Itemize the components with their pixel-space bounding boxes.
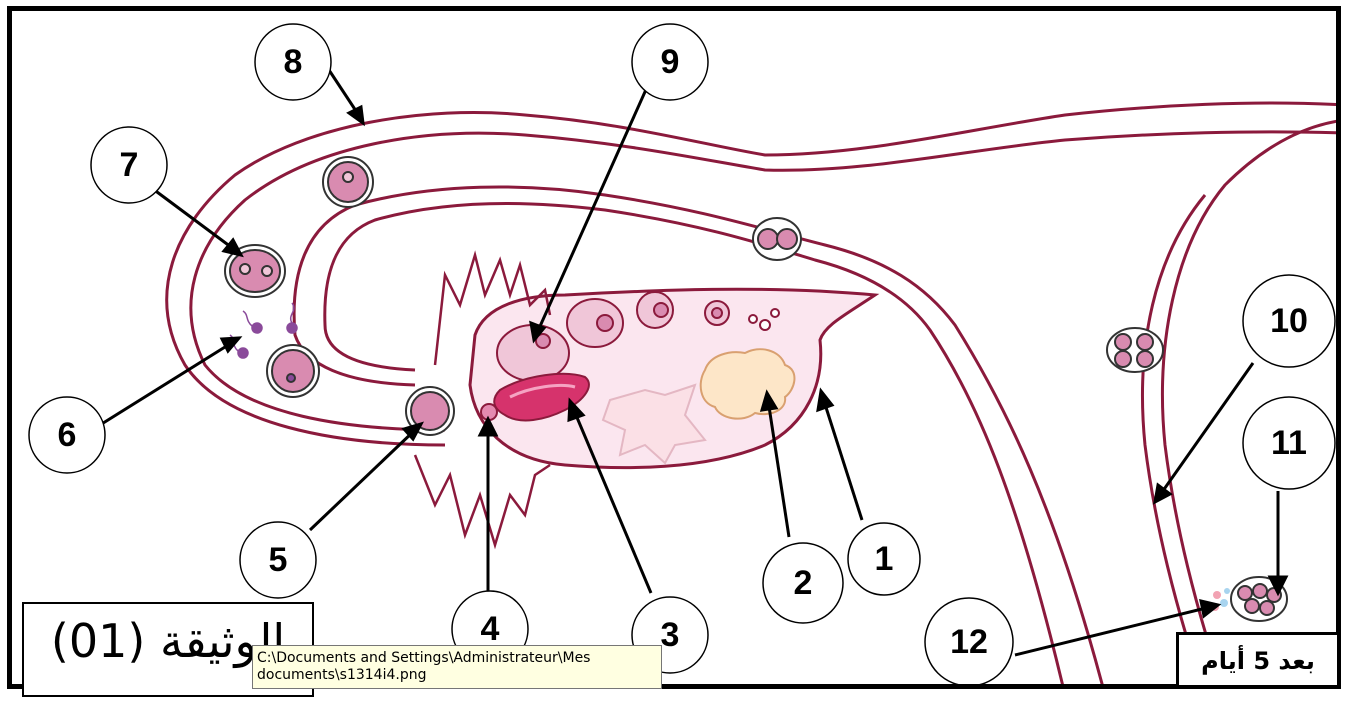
- pointer-1: [823, 398, 862, 520]
- pointer-5: [310, 430, 415, 530]
- egg-upper-nucleus: [343, 172, 353, 182]
- follicle-small-2: [771, 309, 779, 317]
- morula-d: [1137, 351, 1153, 367]
- released-oocyte: [481, 404, 497, 420]
- after-days-caption: بعد 5 أيام: [1179, 647, 1337, 675]
- follicle-primary-nucleus: [712, 308, 722, 318]
- diagram-frame: 8 9 7 6 5 4 3 2 1 10 11 12: [7, 6, 1341, 689]
- corpus-luteum: [701, 349, 795, 418]
- label-5: 5: [269, 541, 288, 579]
- follicle-small-3: [749, 315, 757, 323]
- morula-b: [1137, 334, 1153, 350]
- follicle-tertiary-oocyte: [597, 315, 613, 331]
- blastocyst-e: [1260, 601, 1274, 615]
- morula-a: [1115, 334, 1131, 350]
- label-4: 4: [481, 610, 500, 648]
- label-6: 6: [58, 416, 77, 454]
- tooltip-line-2: documents\s1314i4.png: [257, 667, 657, 684]
- fertilized-egg-inner: [272, 350, 314, 392]
- pronucleus-1: [240, 264, 250, 274]
- after-days-box: بعد 5 أيام: [1176, 632, 1340, 688]
- two-cell-b: [777, 229, 797, 249]
- label-1: 1: [875, 540, 894, 578]
- blastocyst-a: [1238, 586, 1252, 600]
- pointer-10: [1160, 363, 1253, 495]
- label-10: 10: [1270, 302, 1308, 340]
- label-9: 9: [661, 43, 680, 81]
- follicle-small-1: [760, 320, 770, 330]
- two-cell-a: [758, 229, 778, 249]
- follicle-tertiary: [567, 299, 623, 347]
- fimbriae-bottom: [415, 455, 550, 545]
- label-12: 12: [950, 623, 988, 661]
- follicle-secondary-oocyte: [654, 303, 668, 317]
- tooltip-line-1: C:\Documents and Settings\Administrateur…: [257, 650, 657, 667]
- label-3: 3: [661, 616, 680, 654]
- pointer-7: [153, 189, 235, 250]
- fertilized-egg-sperm: [287, 374, 295, 382]
- blastocyst-d: [1245, 599, 1259, 613]
- reproductive-tract-diagram: 8 9 7 6 5 4 3 2 1 10 11 12: [12, 11, 1341, 689]
- label-11: 11: [1271, 424, 1307, 462]
- label-2: 2: [794, 564, 813, 602]
- label-7: 7: [120, 146, 139, 184]
- morula-c: [1115, 351, 1131, 367]
- morula-four-cell: [1107, 328, 1163, 372]
- label-8: 8: [284, 43, 303, 81]
- file-path-tooltip: C:\Documents and Settings\Administrateur…: [252, 645, 662, 689]
- pointer-6: [100, 342, 233, 425]
- pronucleus-2: [262, 266, 272, 276]
- blastocyst-b: [1253, 584, 1267, 598]
